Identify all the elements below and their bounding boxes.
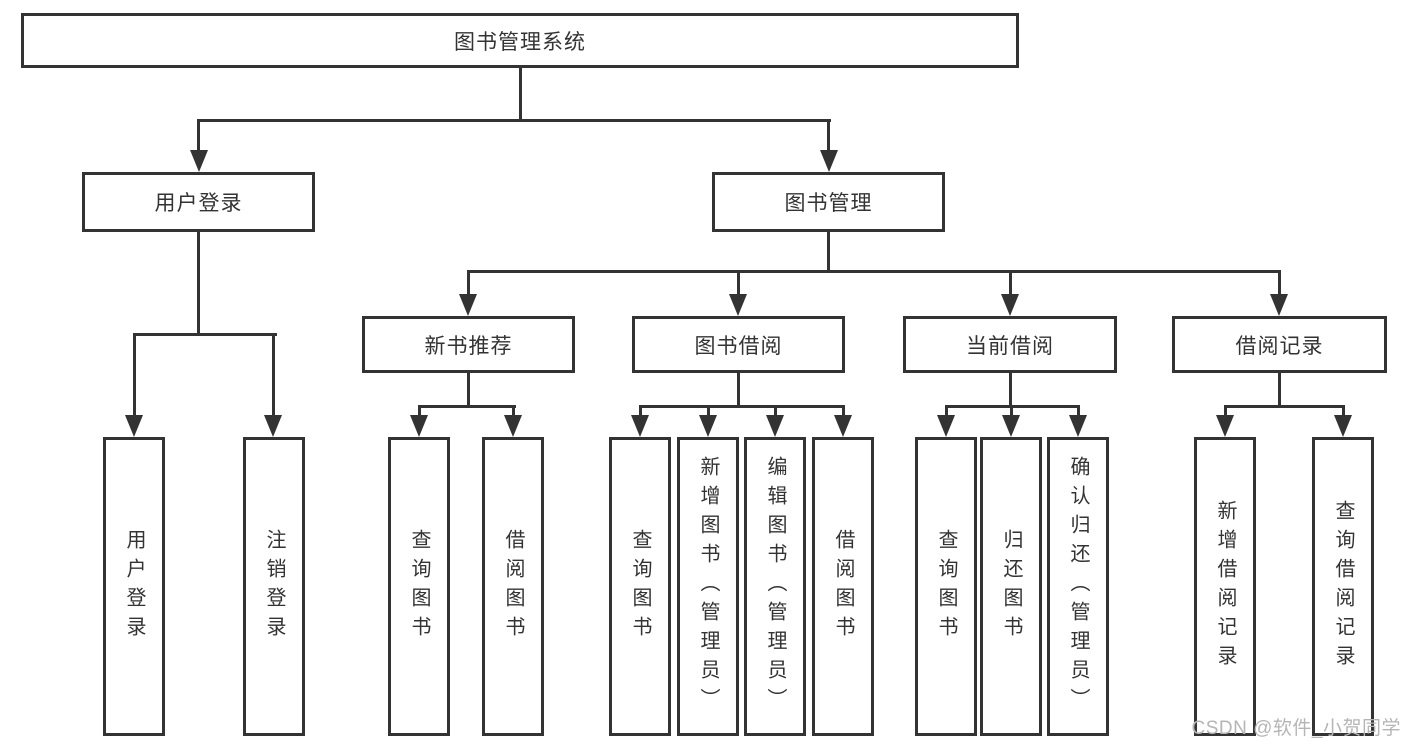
node-book-borrow-label: 图书借阅 [694, 334, 783, 358]
arrow-down-icon [1334, 415, 1352, 437]
leaf-add-book-admin-label: 新增图书（管理员） [697, 456, 719, 717]
connector-vline [737, 270, 740, 297]
leaf-borrow-books-recommend-label: 借阅图书 [502, 528, 524, 645]
connector-vline [945, 405, 948, 419]
arrow-down-icon [937, 415, 955, 437]
leaf-add-book-admin: 新增图书（管理员） [677, 437, 739, 736]
leaf-user-login: 用户登录 [103, 437, 165, 736]
connector-vline [1077, 405, 1080, 419]
connector-hline [639, 405, 845, 408]
leaf-add-borrow-record: 新增借阅记录 [1194, 437, 1256, 736]
csdn-watermark: CSDN @软件_小贺同学 [1191, 718, 1401, 739]
arrow-down-icon [766, 415, 784, 437]
leaf-return-books-label: 归还图书 [1000, 528, 1022, 645]
connector-vline [418, 405, 421, 419]
leaf-logout: 注销登录 [243, 437, 305, 736]
connector-vline [842, 405, 845, 419]
arrow-down-icon [504, 415, 522, 437]
connector-vline [707, 405, 710, 419]
leaf-query-books-recommend-label: 查询图书 [408, 528, 430, 645]
arrow-down-icon [631, 415, 649, 437]
arrow-down-icon [820, 150, 838, 172]
arrow-down-icon [1069, 415, 1087, 437]
connector-vline [1278, 373, 1281, 407]
leaf-query-borrow-record-label: 查询借阅记录 [1332, 499, 1354, 674]
leaf-confirm-return-admin: 确认归还（管理员） [1047, 437, 1109, 736]
leaf-edit-book-admin-label: 编辑图书（管理员） [764, 456, 786, 717]
leaf-query-books-current: 查询图书 [915, 437, 977, 736]
node-library-system-label: 图书管理系统 [454, 30, 586, 54]
connector-vline [467, 270, 470, 297]
node-current-borrow-label: 当前借阅 [966, 334, 1054, 358]
connector-vline [639, 405, 642, 419]
leaf-query-books-borrow-label: 查询图书 [629, 528, 651, 645]
leaf-return-books: 归还图书 [980, 437, 1042, 736]
node-library-system: 图书管理系统 [21, 13, 1019, 68]
leaf-user-login-label: 用户登录 [123, 528, 145, 645]
connector-vline [1009, 270, 1012, 297]
leaf-borrow-books-recommend: 借阅图书 [482, 437, 544, 736]
connector-vline [737, 373, 740, 407]
connector-hline [1224, 405, 1345, 408]
connector-vline [827, 119, 830, 153]
connector-vline [1009, 373, 1012, 407]
leaf-edit-book-admin: 编辑图书（管理员） [744, 437, 806, 736]
node-user-login: 用户登录 [82, 172, 315, 232]
leaf-add-borrow-record-label: 新增借阅记录 [1214, 499, 1236, 674]
connector-vline [1224, 405, 1227, 419]
node-book-management: 图书管理 [712, 172, 945, 232]
arrow-down-icon [834, 415, 852, 437]
leaf-query-books-recommend: 查询图书 [388, 437, 450, 736]
connector-hline [133, 333, 277, 336]
arrow-down-icon [459, 294, 477, 316]
node-current-borrow: 当前借阅 [903, 316, 1117, 373]
arrow-down-icon [1270, 294, 1288, 316]
connector-vline [133, 333, 136, 417]
connector-vline [827, 232, 830, 273]
arrow-down-icon [1002, 415, 1020, 437]
arrow-down-icon [190, 150, 208, 172]
leaf-confirm-return-admin-label: 确认归还（管理员） [1067, 456, 1089, 717]
arrow-down-icon [1216, 415, 1234, 437]
arrow-down-icon [264, 415, 282, 437]
arrow-down-icon [699, 415, 717, 437]
connector-vline [197, 119, 200, 153]
leaf-borrow-books-label: 借阅图书 [832, 528, 854, 645]
leaf-logout-label: 注销登录 [263, 528, 285, 645]
arrow-down-icon [1001, 294, 1019, 316]
node-new-book-recommend: 新书推荐 [362, 316, 575, 373]
connector-vline [1010, 405, 1013, 419]
connector-vline [1278, 270, 1281, 297]
leaf-query-borrow-record: 查询借阅记录 [1312, 437, 1374, 736]
node-user-login-label: 用户登录 [154, 192, 243, 215]
arrow-down-icon [729, 294, 747, 316]
arrow-down-icon [125, 415, 143, 437]
node-borrow-records: 借阅记录 [1172, 316, 1387, 373]
connector-vline [512, 405, 515, 419]
connector-hline [418, 405, 516, 408]
node-book-management-label: 图书管理 [784, 192, 873, 215]
connector-hline [197, 119, 831, 122]
arrow-down-icon [410, 415, 428, 437]
connector-vline [272, 333, 275, 417]
leaf-query-books-current-label: 查询图书 [935, 528, 957, 645]
connector-vline [519, 68, 522, 119]
leaf-query-books-borrow: 查询图书 [609, 437, 671, 736]
node-new-book-recommend-label: 新书推荐 [424, 334, 513, 358]
node-borrow-records-label: 借阅记录 [1235, 334, 1324, 358]
connector-vline [467, 373, 470, 407]
leaf-borrow-books: 借阅图书 [812, 437, 874, 736]
connector-vline [774, 405, 777, 419]
connector-vline [197, 232, 200, 335]
connector-hline [467, 270, 1281, 273]
node-book-borrow: 图书借阅 [632, 316, 845, 373]
connector-vline [1342, 405, 1345, 419]
